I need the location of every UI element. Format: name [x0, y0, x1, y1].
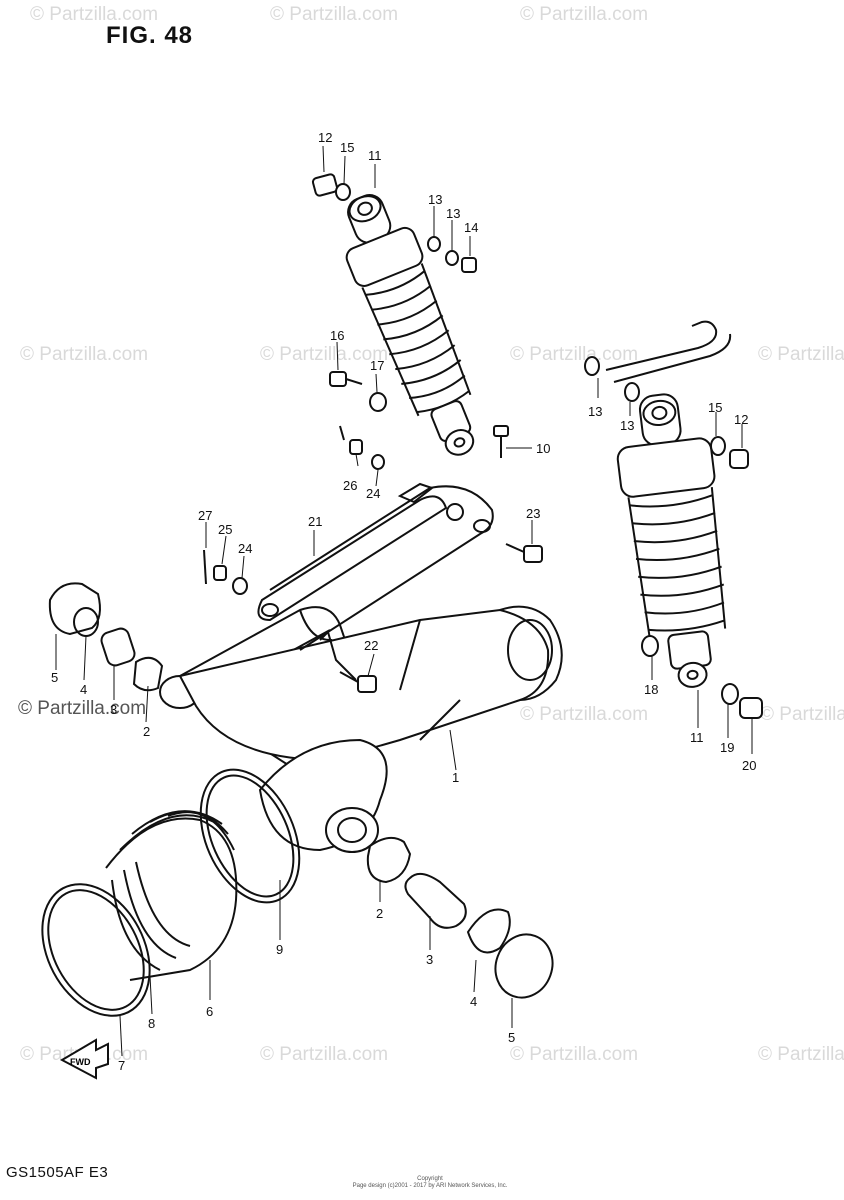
- callout-21: 21: [308, 514, 322, 529]
- callout-25: 25: [218, 522, 232, 537]
- callout-23: 23: [526, 506, 540, 521]
- callout-27: 27: [198, 508, 212, 523]
- swing-arm: [159, 605, 563, 853]
- watermark-text: © Partzilla.com: [20, 344, 148, 365]
- boot-and-clamps: [41, 768, 301, 1017]
- callout-16: 16: [330, 328, 344, 343]
- callout-8: 8: [148, 1016, 155, 1031]
- watermark-text: © Partzilla.com: [260, 1044, 388, 1065]
- watermark-text: © Partzilla.com: [760, 704, 844, 725]
- callout-2: 2: [376, 906, 383, 921]
- left-pivot-parts: [48, 582, 164, 692]
- hardware-small-parts: [203, 173, 763, 719]
- right-pivot-parts: [366, 836, 554, 999]
- callout-7: 7: [118, 1058, 125, 1073]
- watermark-text: © Partzilla.com: [510, 1044, 638, 1065]
- callout-3: 3: [426, 952, 433, 967]
- callout-13: 13: [620, 418, 634, 433]
- callout-11: 11: [368, 148, 382, 163]
- callout-15: 15: [708, 400, 722, 415]
- copyright-notice: Copyright Page design (c)2001 - 2017 by …: [330, 1176, 530, 1190]
- callout-18: 18: [644, 682, 658, 697]
- callout-13: 13: [428, 192, 442, 207]
- watermark-text: © Partzilla.com: [758, 1044, 844, 1065]
- model-code: GS1505AF E3: [6, 1164, 109, 1181]
- brand-watermark-left: © Partzilla.com: [18, 698, 147, 719]
- callout-26: 26: [343, 478, 357, 493]
- watermark-text: © Partzilla.com: [270, 4, 398, 25]
- watermark-text: © Partzilla.com: [520, 4, 648, 25]
- callout-6: 6: [206, 1004, 213, 1019]
- callout-labels: 12 15 11 13 13 14 16 17 10 26 24 21 23 2…: [51, 130, 756, 1073]
- watermark-text: © Partzilla.com: [510, 344, 638, 365]
- copyright-line-2: Page design (c)2001 - 2017 by ARI Networ…: [352, 1183, 508, 1189]
- torque-rod: [257, 482, 494, 651]
- callout-14: 14: [464, 220, 478, 235]
- callout-3: 3: [110, 702, 117, 717]
- figure-title: FIG. 48: [106, 22, 194, 49]
- left-shock-absorber: [345, 194, 475, 456]
- callout-19: 19: [720, 740, 734, 755]
- forward-arrow-icon: FWD: [59, 1038, 109, 1080]
- callout-24: 24: [238, 541, 252, 556]
- copyright-line-1: Copyright: [417, 1176, 443, 1182]
- callout-11: 11: [690, 730, 704, 745]
- watermark-text: © Partzilla.com: [30, 4, 158, 25]
- callout-12: 12: [734, 412, 748, 427]
- watermark-text: © Partzilla.com: [758, 344, 844, 365]
- leader-lines: [55, 145, 753, 1057]
- callout-2: 2: [143, 724, 150, 739]
- callout-5: 5: [51, 670, 58, 685]
- right-shock-absorber: [605, 320, 732, 688]
- callout-4: 4: [80, 682, 87, 697]
- callout-22: 22: [364, 638, 378, 653]
- callout-24: 24: [366, 486, 380, 501]
- callout-9: 9: [276, 942, 283, 957]
- watermark-text: © Partzilla.com: [260, 344, 388, 365]
- callout-10: 10: [536, 441, 550, 456]
- watermark-layer: © Partzilla.com © Partzilla.com © Partzi…: [20, 4, 844, 1065]
- watermark-text: © Partzilla.com: [520, 704, 648, 725]
- callout-1: 1: [452, 770, 459, 785]
- callout-13: 13: [446, 206, 460, 221]
- callout-17: 17: [370, 358, 384, 373]
- callout-5: 5: [508, 1030, 515, 1045]
- fwd-label: FWD: [70, 1057, 91, 1067]
- callout-15: 15: [340, 140, 354, 155]
- callout-12: 12: [318, 130, 332, 145]
- callout-20: 20: [742, 758, 756, 773]
- callout-13: 13: [588, 404, 602, 419]
- callout-4: 4: [470, 994, 477, 1009]
